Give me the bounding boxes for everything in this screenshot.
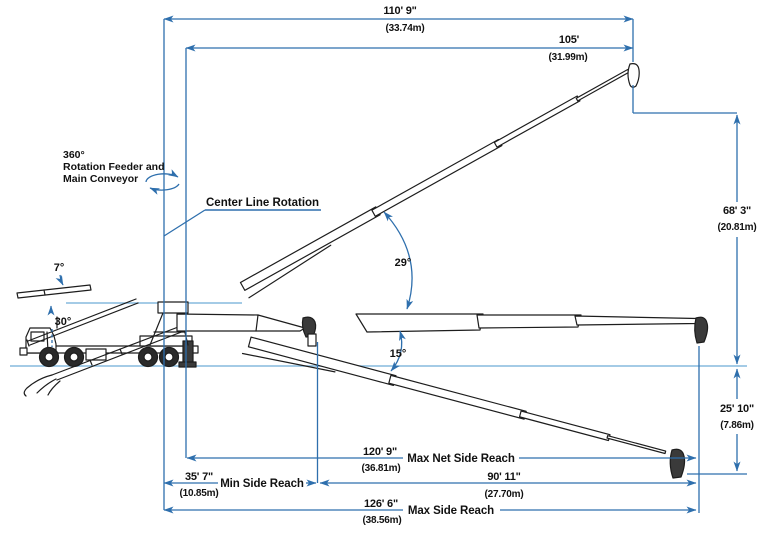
boom-tip-pulley-retracted	[301, 316, 317, 338]
pickup-tines	[23, 374, 61, 397]
truck-carrier	[16, 284, 199, 397]
dim-max-side-reach-feet: 126' 6"	[364, 498, 398, 510]
dim-min-side-reach-feet: 35' 7"	[185, 471, 213, 483]
discharge-hose-retracted	[307, 333, 317, 347]
dim-lower-reach-feet: 90' 11"	[487, 471, 520, 483]
boom-base-chord	[241, 352, 336, 373]
rotation-label-line3: Main Conveyor	[63, 173, 138, 185]
angle-feeder-raised: 7°	[54, 262, 65, 274]
dimension-lines	[47, 15, 747, 514]
dim-depth-below-meters: (7.86m)	[720, 420, 754, 431]
boom-tip-pulley-raised	[627, 63, 640, 88]
dim-height-above-meters: (20.81m)	[718, 222, 757, 233]
boom-lowered	[241, 336, 667, 455]
feeder-conveyor-down	[23, 320, 198, 397]
dim-top-reach-feet: 110' 9"	[383, 5, 416, 17]
dim-height-above-feet: 68' 3"	[723, 205, 751, 217]
angle-boom-lowered: 15°	[390, 348, 407, 360]
boom-retracted	[176, 313, 317, 347]
feeder-joint-tick	[43, 289, 46, 296]
angle-arc-29	[383, 211, 414, 310]
center-line-leader	[163, 209, 206, 237]
boom-tip-pulley-lowered	[669, 448, 686, 479]
cab-window	[30, 331, 45, 342]
center-line-rotation-label: Center Line Rotation	[206, 197, 319, 209]
dim-max-side-reach-meters: (38.56m)	[363, 515, 402, 526]
outrigger-pad	[178, 361, 197, 368]
min-side-reach-label: Min Side Reach	[220, 478, 304, 490]
angle-feeder-lowered: 30°	[55, 316, 72, 328]
reference-lines	[10, 302, 747, 367]
rotation-degrees-label: 360°	[63, 149, 85, 161]
feeder-conveyor-30deg	[26, 298, 139, 347]
dim-belt-length-feet: 105'	[559, 34, 580, 46]
boom-raised	[239, 68, 630, 299]
dim-max-net-side-reach-feet: 120' 9"	[363, 446, 397, 458]
boom-tip-pulley-horizontal	[694, 316, 709, 344]
dim-max-net-side-reach-meters: (36.81m)	[362, 463, 401, 474]
rotation-label-line2: Rotation Feeder and	[63, 161, 165, 173]
rotation-arrow-icon	[145, 169, 180, 195]
max-side-reach-label: Max Side Reach	[408, 505, 494, 517]
dim-lower-reach-meters: (27.70m)	[485, 489, 524, 500]
feeder-conveyor-raised	[16, 284, 92, 299]
angle-arrow-7	[55, 274, 64, 286]
dim-min-side-reach-meters: (10.85m)	[180, 488, 219, 499]
angle-arc-15	[390, 330, 406, 372]
dim-belt-length-meters: (31.99m)	[549, 52, 588, 63]
boom-horizontal	[355, 313, 698, 333]
dim-depth-below-feet: 25' 10"	[720, 403, 754, 415]
front-bumper	[19, 347, 28, 356]
dim-top-reach-meters: (33.74m)	[386, 23, 425, 34]
boom-base-chord	[248, 244, 332, 299]
angle-boom-raised: 29°	[395, 257, 412, 269]
max-net-side-reach-label: Max Net Side Reach	[407, 453, 515, 465]
